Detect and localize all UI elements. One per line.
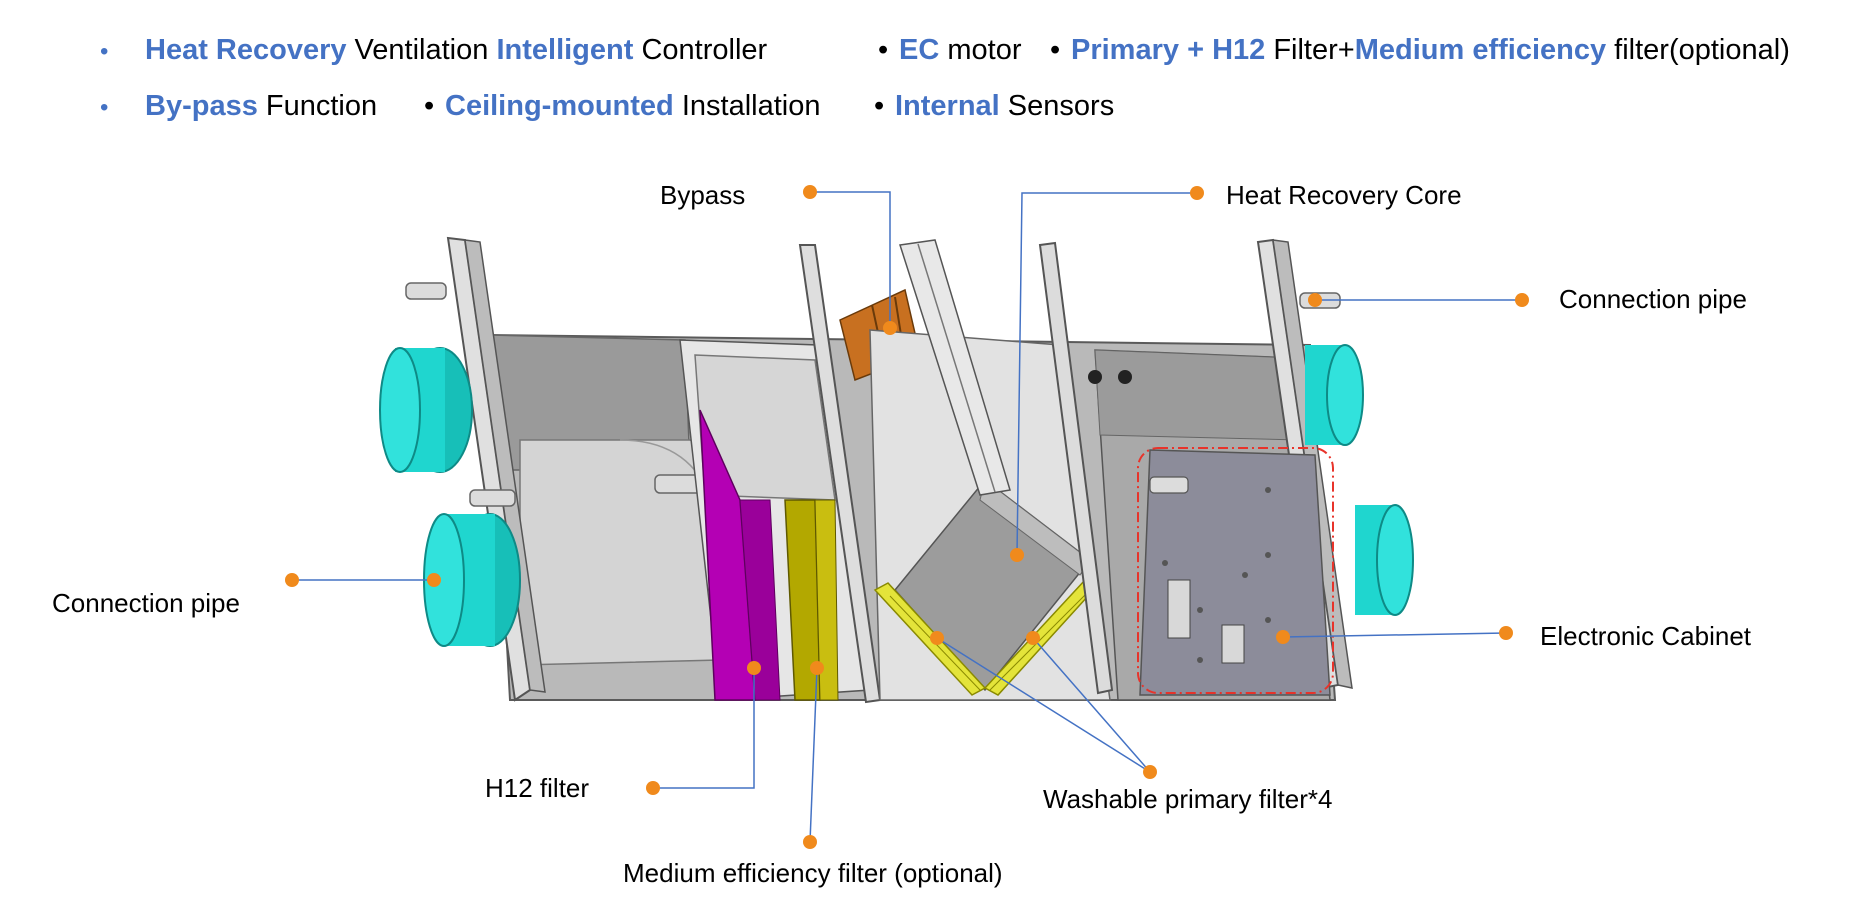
washable-filter-dot: [1143, 765, 1157, 779]
bullet-icon: •: [1050, 34, 1061, 66]
bullet-icon: •: [424, 90, 435, 122]
electronic-cabinet-leader: [1282, 632, 1507, 638]
electronic-cabinet-dot: [1499, 626, 1513, 640]
feature-filters: Primary + H12 Filter+Medium efficiency f…: [1071, 34, 1790, 66]
bypass-dot: [803, 185, 817, 199]
h12-filter-target-dot: [747, 661, 761, 675]
electronic-cabinet-target-dot: [1276, 630, 1290, 644]
medium-efficiency-filter-leader: [809, 667, 818, 843]
connection-pipe-left-target-dot: [427, 573, 441, 587]
feature-list: • Heat Recovery Ventilation Intelligent …: [0, 0, 1871, 140]
right-lower-duct: [1355, 504, 1414, 616]
label-connection-pipe-left: Connection pipe: [52, 588, 240, 618]
right-upper-duct: [1305, 344, 1364, 446]
bypass-target-dot: [883, 321, 897, 335]
label-washable-primary-filter: Washable primary filter*4: [1043, 784, 1333, 814]
left-lower-duct: [423, 513, 521, 647]
left-pipe-stub: [405, 282, 447, 300]
medium-efficiency-filter-target-dot: [810, 661, 824, 675]
bypass-leader: [810, 191, 891, 328]
callout-lines: [292, 191, 1522, 843]
washable-filter-target-dot-2: [1026, 631, 1040, 645]
feature-heat-recovery-controller: Heat Recovery Ventilation Intelligent Co…: [145, 34, 768, 66]
feature-bypass-function: By-pass Function: [145, 90, 378, 122]
electronic-cabinet-outline: [1137, 447, 1334, 694]
medium-efficiency-filter-dot: [803, 835, 817, 849]
bullet-icon: •: [878, 34, 889, 66]
washable-filter-leader-2: [1032, 637, 1151, 773]
core-rail: [899, 239, 1011, 496]
label-medium-efficiency-filter: Medium efficiency filter (optional): [623, 858, 1003, 888]
callout-dots: [285, 185, 1529, 849]
left-upper-duct: [379, 347, 473, 473]
label-electronic-cabinet: Electronic Cabinet: [1540, 621, 1751, 651]
bullet-icon: •: [100, 38, 109, 65]
label-connection-pipe-right: Connection pipe: [1559, 284, 1747, 314]
h12-filter-leader: [653, 668, 755, 789]
heat-recovery-core-dot: [1190, 186, 1204, 200]
feature-ec-motor: EC motor: [899, 34, 1022, 66]
label-heat-recovery-core: Heat Recovery Core: [1226, 180, 1462, 210]
h12-filter-dot: [646, 781, 660, 795]
feature-internal-sensors: Internal Sensors: [895, 90, 1115, 122]
washable-filter-target-dot-1: [930, 631, 944, 645]
feature-ceiling-mounted: Ceiling-mounted Installation: [445, 90, 821, 122]
connection-pipe-right-dot: [1515, 293, 1529, 307]
label-h12-filter: H12 filter: [485, 773, 590, 803]
bullet-icon: •: [100, 94, 109, 121]
heat-recovery-core-target-dot: [1010, 548, 1024, 562]
core-right-panel: [1038, 241, 1114, 695]
connection-pipe-left-dot: [285, 573, 299, 587]
bullet-icon: •: [874, 90, 885, 122]
label-bypass: Bypass: [660, 180, 746, 210]
heat-recovery-core-leader: [1016, 192, 1197, 556]
connection-pipe-right-target-dot: [1308, 293, 1322, 307]
washable-filter-leader-1: [936, 637, 1151, 773]
